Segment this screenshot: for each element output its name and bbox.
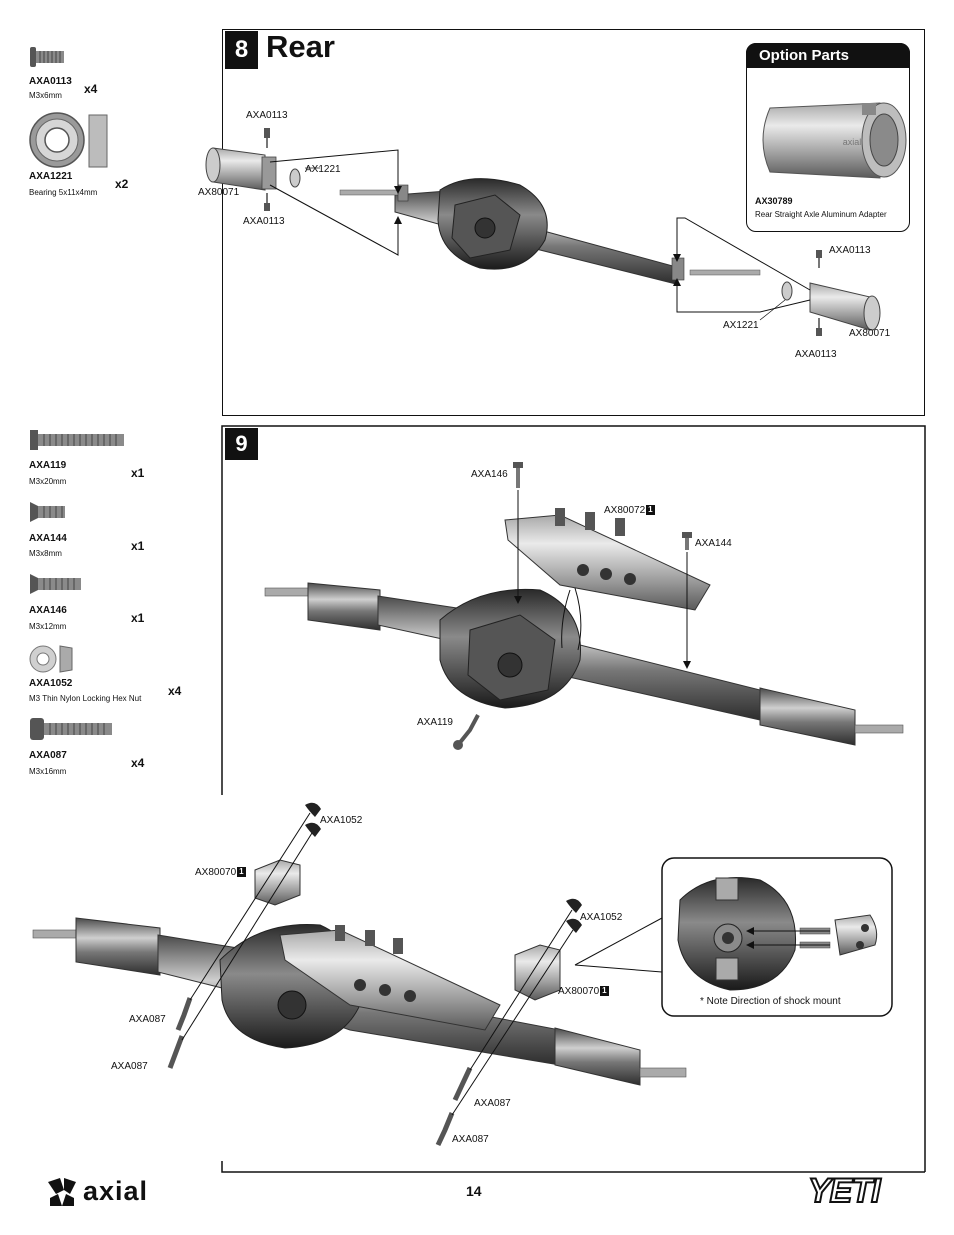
callout-axa087-b2: AXA087 <box>452 1134 489 1145</box>
part-qty: x4 <box>168 684 182 698</box>
step8-panel <box>222 29 925 416</box>
callout-ax80071-left: AX80071 <box>198 187 240 198</box>
axial-logo-text: axial <box>83 1176 149 1206</box>
callout-ax80070-right-label: AX80070 <box>558 986 600 997</box>
step9-number: 9 <box>225 428 258 460</box>
option-parts-panel: Option Parts AX30789 Rear Straight Axle … <box>746 43 910 232</box>
part-qty: x1 <box>131 466 145 480</box>
callout-ax80070-left-label: AX80070 <box>195 867 237 878</box>
callout-axa087-a1: AXA087 <box>129 1014 166 1025</box>
part-qty: x1 <box>131 611 145 625</box>
callout-axa087-a2: AXA087 <box>111 1061 148 1072</box>
step8-number: 8 <box>225 31 258 69</box>
shock-mount-direction-note: * Note Direction of shock mount <box>700 996 841 1007</box>
part-size: M3x8mm <box>29 549 62 558</box>
callout-axa0113-top-left: AXA0113 <box>246 110 288 121</box>
part-qty: x4 <box>84 82 98 96</box>
callout-ax80072-tag: 1 <box>646 505 655 516</box>
part-size: M3x20mm <box>29 477 67 486</box>
part-size: M3x16mm <box>29 767 67 776</box>
callout-ax80072-label: AX80072 <box>604 505 646 516</box>
option-part-description: Rear Straight Axle Aluminum Adapter <box>755 210 887 219</box>
part-number: AXA144 <box>29 533 67 544</box>
part-qty: x2 <box>115 177 129 191</box>
callout-ax80070-left-tag: 1 <box>237 867 246 878</box>
part-size: M3 Thin Nylon Locking Hex Nut <box>29 694 142 703</box>
callout-axa0113-bottom-left: AXA0113 <box>243 216 285 227</box>
part-number: AXA119 <box>29 460 67 471</box>
page-number: 14 <box>466 1183 482 1199</box>
callout-ax1221-left: AX1221 <box>305 164 341 175</box>
yeti-logo: YETI <box>807 1171 882 1211</box>
callout-axa146: AXA146 <box>471 469 508 480</box>
part-number: AXA087 <box>29 750 67 761</box>
callout-axa119: AXA119 <box>417 717 453 728</box>
callout-axa1052-left: AXA1052 <box>320 815 363 826</box>
part-size: M3x6mm <box>29 91 62 100</box>
callout-axa0113-top-right: AXA0113 <box>829 245 871 256</box>
part-number: AXA146 <box>29 605 67 616</box>
part-qty: x4 <box>131 756 145 770</box>
part-number: AXA1221 <box>29 171 73 182</box>
step8-title: Rear <box>266 29 335 64</box>
callout-axa0113-bottom-right: AXA0113 <box>795 349 837 360</box>
callout-axa087-b1: AXA087 <box>474 1098 511 1109</box>
part-qty: x1 <box>131 539 145 553</box>
callout-ax1221-right: AX1221 <box>723 320 759 331</box>
part-number: AXA0113 <box>29 76 72 87</box>
part-size: M3x12mm <box>29 622 67 631</box>
option-parts-header: Option Parts <box>746 43 910 68</box>
option-part-number: AX30789 <box>755 196 793 206</box>
callout-axa144: AXA144 <box>695 538 732 549</box>
callout-ax80070-right-tag: 1 <box>600 986 609 997</box>
callout-axa1052-right: AXA1052 <box>580 912 623 923</box>
callout-ax80071-right: AX80071 <box>849 328 891 339</box>
part-number: AXA1052 <box>29 678 73 689</box>
part-size: Bearing 5x11x4mm <box>29 188 98 197</box>
